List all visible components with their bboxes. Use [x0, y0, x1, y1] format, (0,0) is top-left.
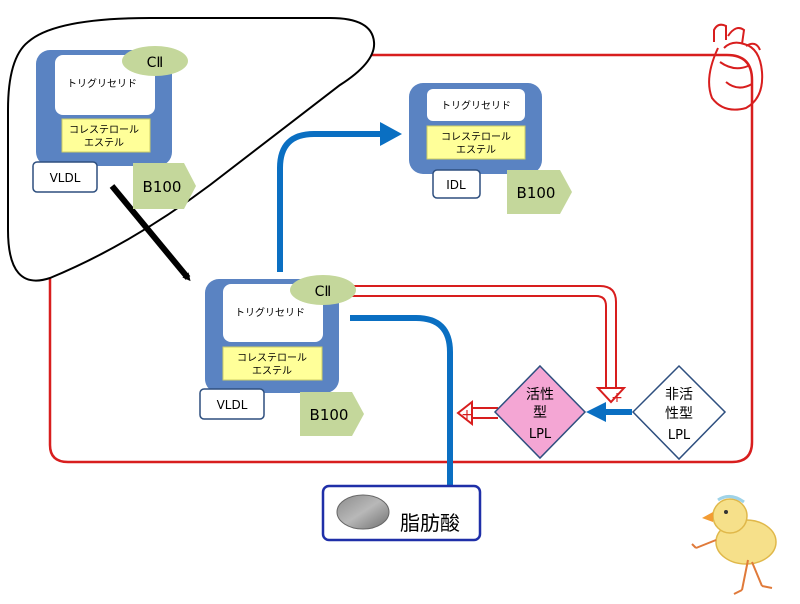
active-lpl-line1: 活性 — [526, 387, 554, 403]
conversion-arrow-head — [380, 122, 402, 146]
vldl-label-box — [32, 161, 98, 193]
triglyceride-core — [427, 89, 525, 121]
activation-plus-sign: + — [611, 390, 623, 406]
activation-arrow-head — [595, 387, 627, 404]
apoc2-badge — [290, 275, 356, 305]
activation-arrow — [352, 285, 617, 388]
vldl-label-box — [199, 388, 265, 420]
cholesterol-ester-line2: エステル — [252, 366, 292, 377]
b100-label: B100 — [143, 178, 182, 196]
action-plus-sign: + — [461, 407, 473, 423]
idl-label: IDL — [446, 178, 466, 192]
chick-illustration — [691, 495, 777, 595]
vldl-particle-blood: トリグリセリド コレステロール エステル CⅡ VLDL B100 — [199, 275, 364, 436]
b100-tag — [507, 170, 572, 214]
lpl-action-arrow — [472, 407, 498, 419]
b100-label: B100 — [310, 406, 349, 424]
conversion-arrow-to-idl — [277, 131, 384, 272]
fatty-acid-box: 脂肪酸 — [321, 484, 482, 542]
cholesterol-ester-line2: エステル — [456, 145, 496, 156]
lpl-action-arrow-head — [456, 399, 473, 427]
inactive-lpl-line1: 非活 — [665, 387, 693, 403]
triglyceride-label: トリグリセリド — [67, 77, 137, 90]
cholesterol-ester-block — [61, 118, 151, 153]
heart-icon — [700, 23, 764, 111]
apoc2-badge — [122, 46, 188, 76]
b100-label: B100 — [517, 184, 556, 202]
release-arrow-to-fatty-acid — [350, 315, 453, 492]
cholesterol-ester-block — [222, 346, 323, 381]
inactive-lpl-line3: LPL — [668, 428, 691, 443]
active-lpl: 活性 型 LPL — [493, 364, 587, 460]
lpl-conversion-head — [586, 402, 606, 422]
vldl-label: VLDL — [217, 398, 248, 412]
triglyceride-label: トリグリセリド — [441, 99, 511, 112]
cholesterol-ester-line2: エステル — [84, 138, 124, 149]
idl-particle: トリグリセリド コレステロール エステル IDL B100 — [409, 83, 572, 214]
cholesterol-ester-block — [426, 125, 526, 160]
cholesterol-ester-line1: コレステロール — [69, 125, 139, 136]
vldl-label: VLDL — [50, 171, 81, 185]
inactive-lpl: 非活 性型 LPL — [631, 364, 727, 461]
cholesterol-ester-line1: コレステロール — [441, 132, 511, 143]
active-lpl-line2: 型 — [533, 405, 547, 421]
inactive-lpl-line2: 性型 — [665, 406, 693, 422]
apoc2-label: CⅡ — [147, 55, 164, 71]
blood-vessel-loop — [48, 53, 754, 464]
apoc2-label: CⅡ — [315, 284, 332, 300]
cholesterol-ester-line1: コレステロール — [237, 353, 307, 364]
fatty-acid-label: 脂肪酸 — [400, 511, 460, 535]
active-lpl-line3: LPL — [529, 427, 552, 442]
fatty-acid-icon — [336, 494, 390, 530]
b100-tag — [133, 163, 196, 209]
secretion-arrow — [109, 184, 191, 282]
vldl-particle-liver: トリグリセリド コレステロール エステル CⅡ VLDL B100 — [32, 46, 196, 209]
idl-label-box — [432, 169, 481, 199]
b100-tag — [300, 392, 364, 436]
triglyceride-label: トリグリセリド — [235, 306, 305, 319]
